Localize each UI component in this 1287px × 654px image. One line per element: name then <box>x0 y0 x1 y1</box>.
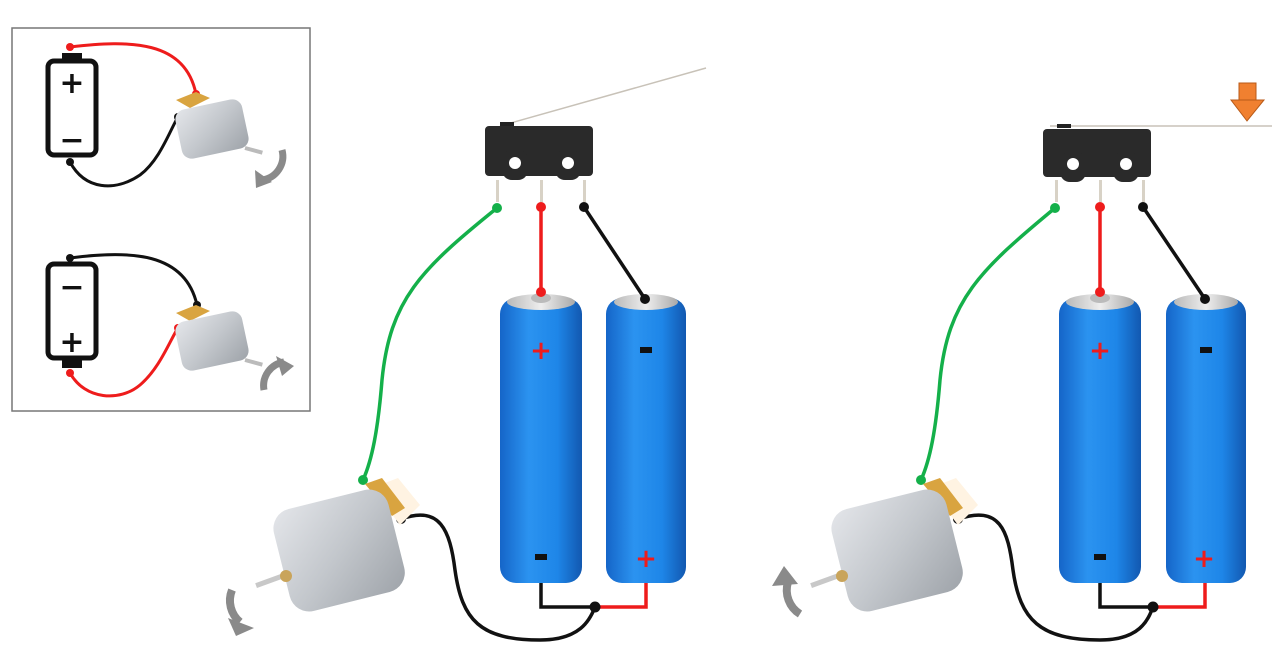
battery-plus-label: + <box>530 336 552 366</box>
black-wire <box>957 513 1155 642</box>
dc-motor-icon <box>175 92 263 159</box>
rotation-arrow-ccw-icon <box>782 580 803 618</box>
battery-plus-label: + <box>59 325 84 360</box>
battery-right: + <box>606 294 686 583</box>
motor-shaft <box>255 572 286 588</box>
red-wire <box>595 583 648 609</box>
switch-lever <box>499 67 707 127</box>
battery-minus-label: − <box>59 270 84 305</box>
battery-left: + <box>500 293 582 583</box>
battery-plus-label: + <box>635 544 657 574</box>
red-wire <box>68 327 180 398</box>
black-wire <box>68 116 180 188</box>
pin-c <box>1055 180 1058 202</box>
circuit-released: + + <box>226 67 707 642</box>
pin-c <box>496 180 499 202</box>
micro-switch <box>485 122 593 202</box>
battery-right: + <box>1166 294 1246 583</box>
pin-nc <box>583 180 586 202</box>
battery-minus-label <box>1094 554 1106 560</box>
pin-nc <box>1142 180 1145 202</box>
battery-symbol-bottom: − + <box>45 261 99 368</box>
inset-example-top: + − <box>45 42 287 188</box>
battery-symbol-top: + − <box>45 53 99 158</box>
dc-motor <box>255 478 420 612</box>
dc-motor <box>810 478 978 612</box>
polarity-inset: + − − + <box>11 27 311 412</box>
inset-example-bottom: − + <box>45 253 294 398</box>
black-wire <box>1098 583 1153 609</box>
motor-shaft <box>810 572 841 588</box>
pin-no <box>1099 180 1102 202</box>
battery-minus-label <box>640 347 652 353</box>
press-arrow-icon <box>1229 82 1266 122</box>
rotation-arrow-cw-icon <box>226 588 243 626</box>
inset-border <box>11 27 311 412</box>
black-wire <box>539 583 595 609</box>
dc-motor-icon <box>175 305 263 371</box>
pin-no <box>540 180 543 202</box>
battery-minus-label <box>1200 347 1212 353</box>
battery-left: + <box>1059 293 1141 583</box>
black-wire <box>582 206 647 300</box>
battery-minus-label: − <box>59 123 84 158</box>
black-wire <box>1141 206 1207 300</box>
green-wire <box>919 206 1057 481</box>
black-wire <box>69 253 199 306</box>
circuit-pressed: + + <box>772 82 1272 642</box>
battery-minus-label <box>535 554 547 560</box>
red-wire <box>1153 583 1207 609</box>
battery-plus-label: + <box>59 66 84 101</box>
micro-switch <box>1043 124 1151 202</box>
green-wire <box>361 206 499 481</box>
red-wire <box>69 42 198 95</box>
black-wire <box>400 513 597 642</box>
battery-plus-label: + <box>1089 336 1111 366</box>
battery-plus-label: + <box>1193 544 1215 574</box>
